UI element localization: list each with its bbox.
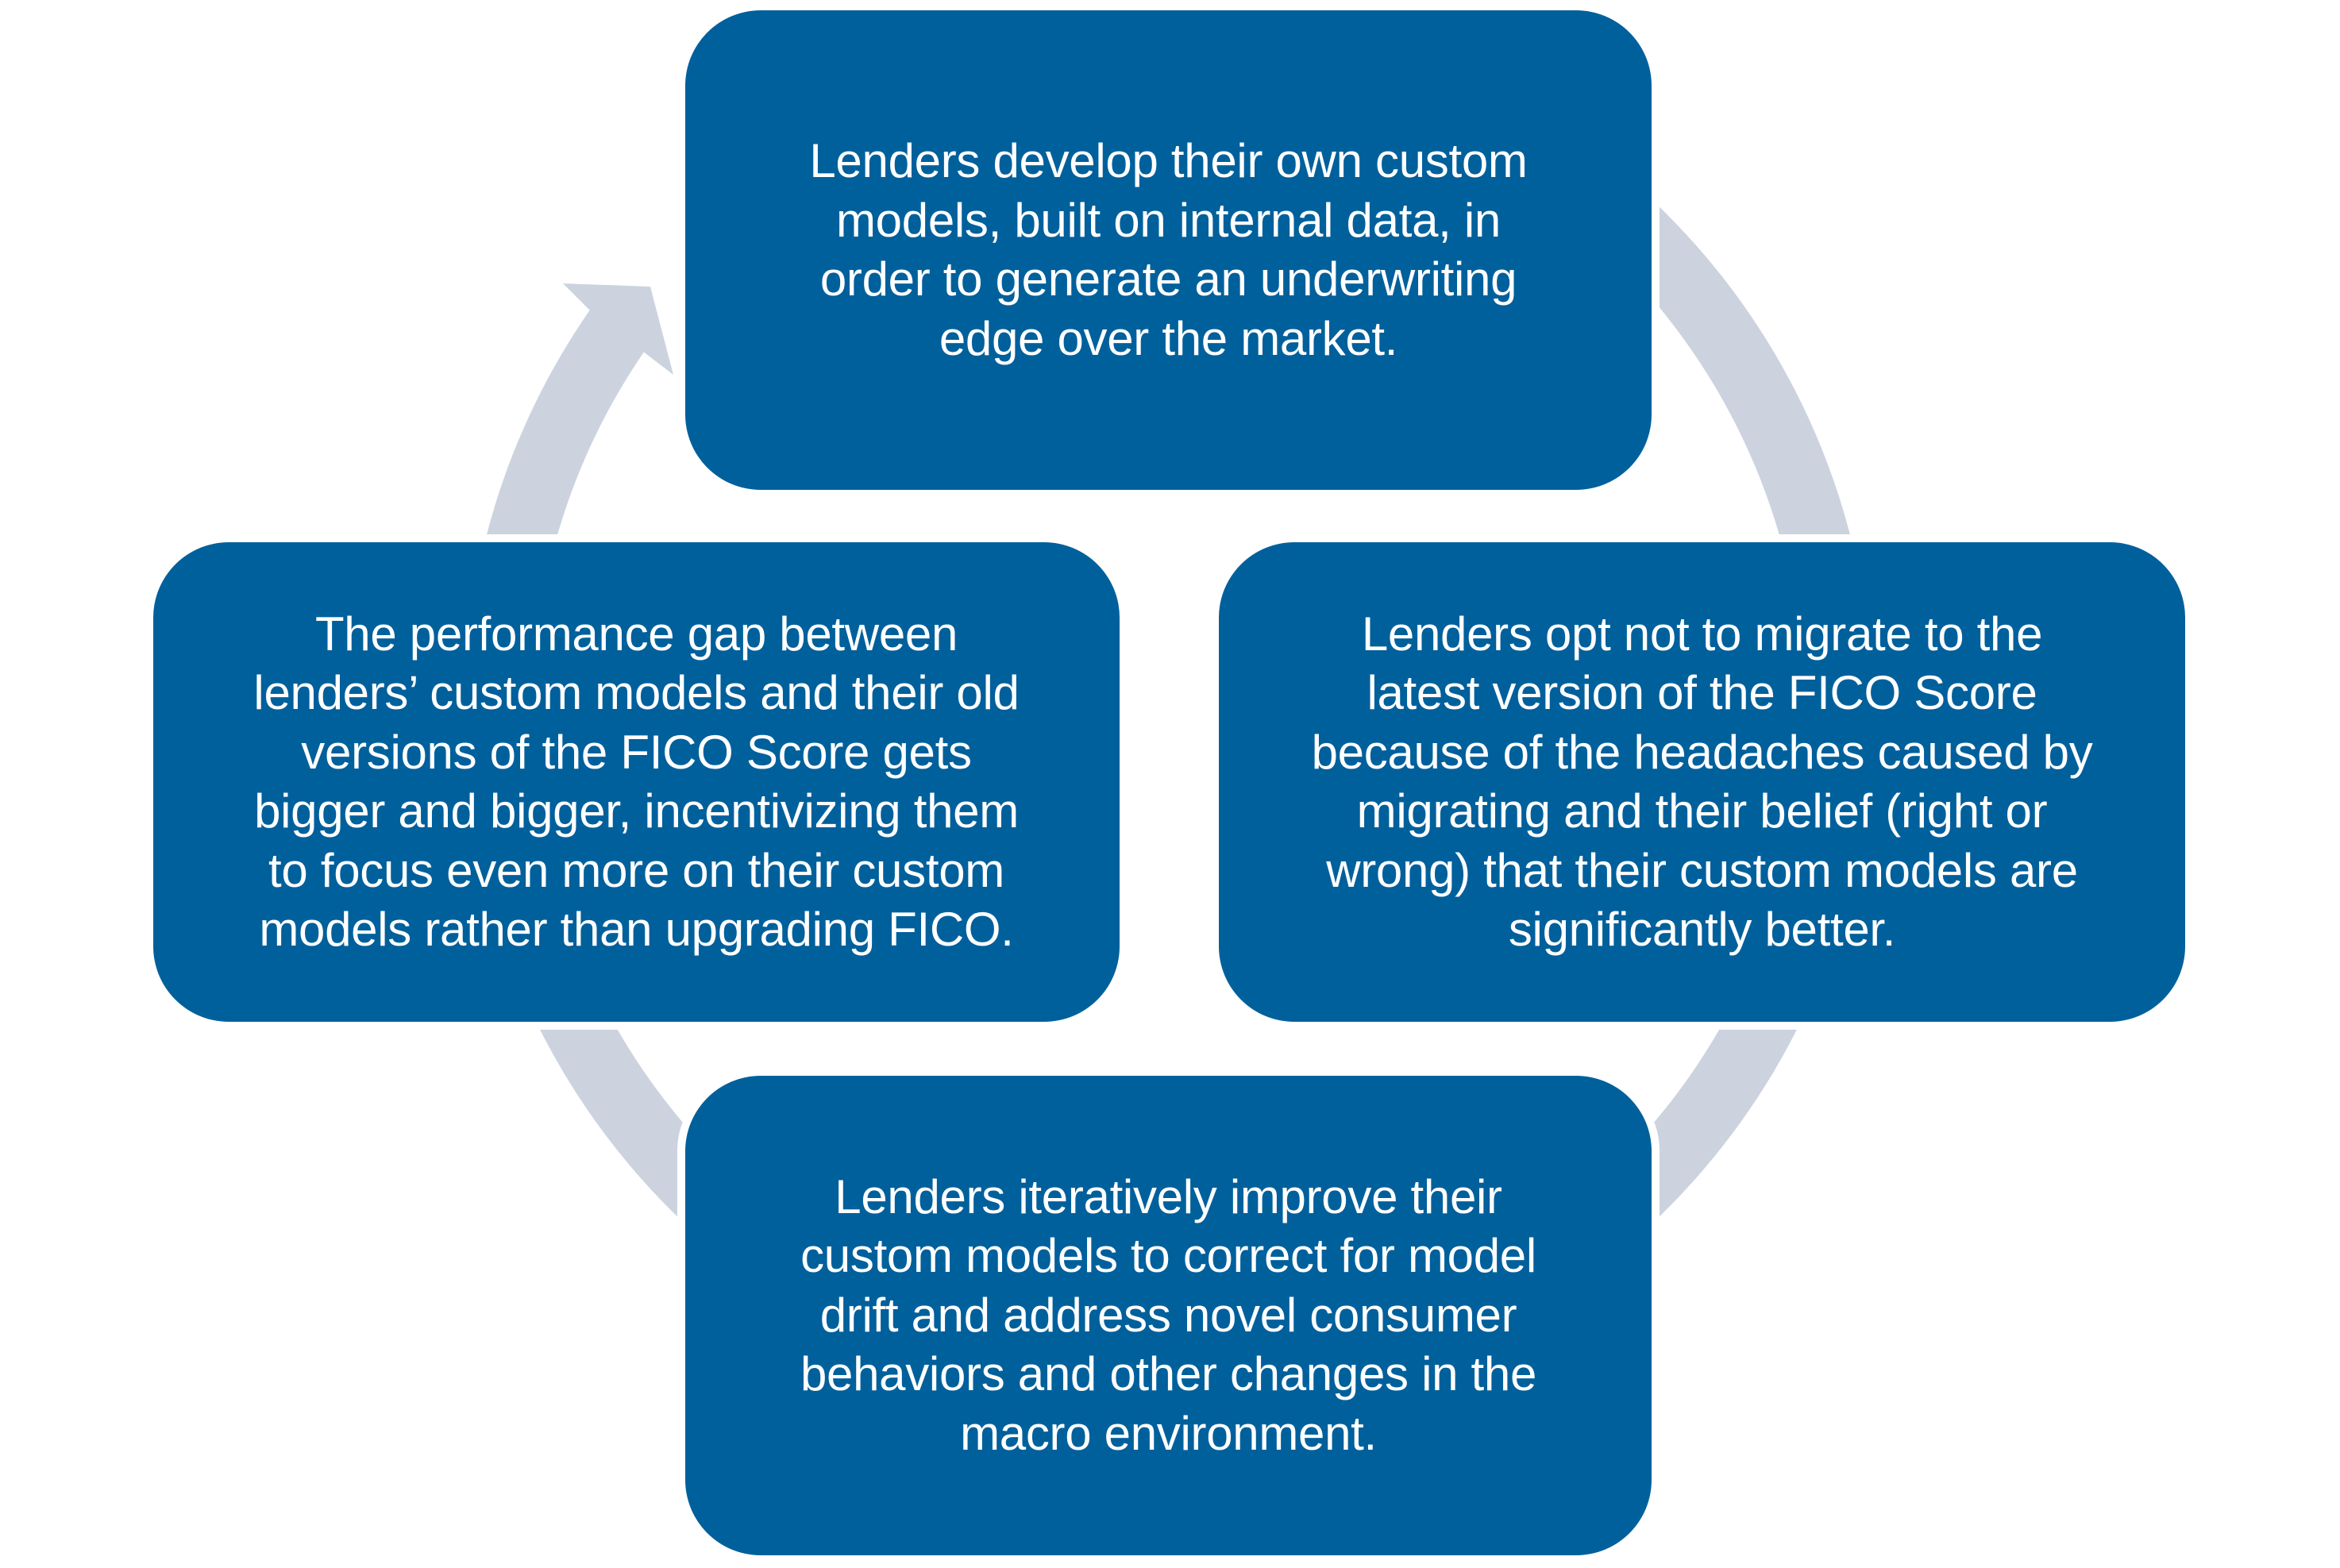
cycle-step-opt-not-to-migrate: Lenders opt not to migrate to the latest… [1219, 542, 2185, 1022]
step-text-line: latest version of the FICO Score [1367, 666, 2037, 719]
step-text: The performance gap between lenders’ cus… [253, 605, 1019, 960]
step-text-line: migrating and their belief (right or [1356, 784, 2048, 838]
step-text: Lenders develop their own custom models,… [809, 132, 1528, 368]
step-text-line: drift and address novel consumer [819, 1288, 1517, 1342]
cycle-step-performance-gap: The performance gap between lenders’ cus… [153, 542, 1120, 1022]
step-text-line: lenders’ custom models and their old [253, 666, 1020, 719]
step-text-line: models rather than upgrading FICO. [259, 903, 1014, 956]
cycle-step-develop-custom-models: Lenders develop their own custom models,… [685, 10, 1652, 490]
step-text: Lenders opt not to migrate to the latest… [1312, 605, 2093, 960]
step-text-line: custom models to correct for model [800, 1229, 1536, 1283]
step-text-line: to focus even more on their custom [268, 843, 1004, 897]
step-text-line: macro environment. [960, 1406, 1377, 1460]
step-text-line: bigger and bigger, incentivizing them [254, 784, 1019, 838]
step-text-line: behaviors and other changes in the [800, 1347, 1537, 1401]
step-text-line: because of the headaches caused by [1311, 725, 2093, 779]
step-text-line: versions of the FICO Score gets [301, 725, 972, 779]
step-text-line: significantly better. [1508, 903, 1896, 956]
cycle-step-iteratively-improve: Lenders iteratively improve their custom… [685, 1076, 1652, 1555]
step-text-line: order to generate an underwriting [819, 252, 1517, 306]
step-text-line: Lenders opt not to migrate to the [1361, 607, 2043, 661]
step-text-line: Lenders iteratively improve their [835, 1169, 1502, 1223]
step-text-line: models, built on internal data, in [836, 193, 1501, 247]
step-text-line: edge over the market. [939, 311, 1398, 365]
step-text-line: wrong) that their custom models are [1326, 843, 2078, 897]
step-text: Lenders iteratively improve their custom… [800, 1168, 1536, 1464]
arrowhead-icon [563, 283, 673, 375]
step-text-line: The performance gap between [314, 607, 958, 661]
step-text-line: Lenders develop their own custom [809, 134, 1528, 187]
